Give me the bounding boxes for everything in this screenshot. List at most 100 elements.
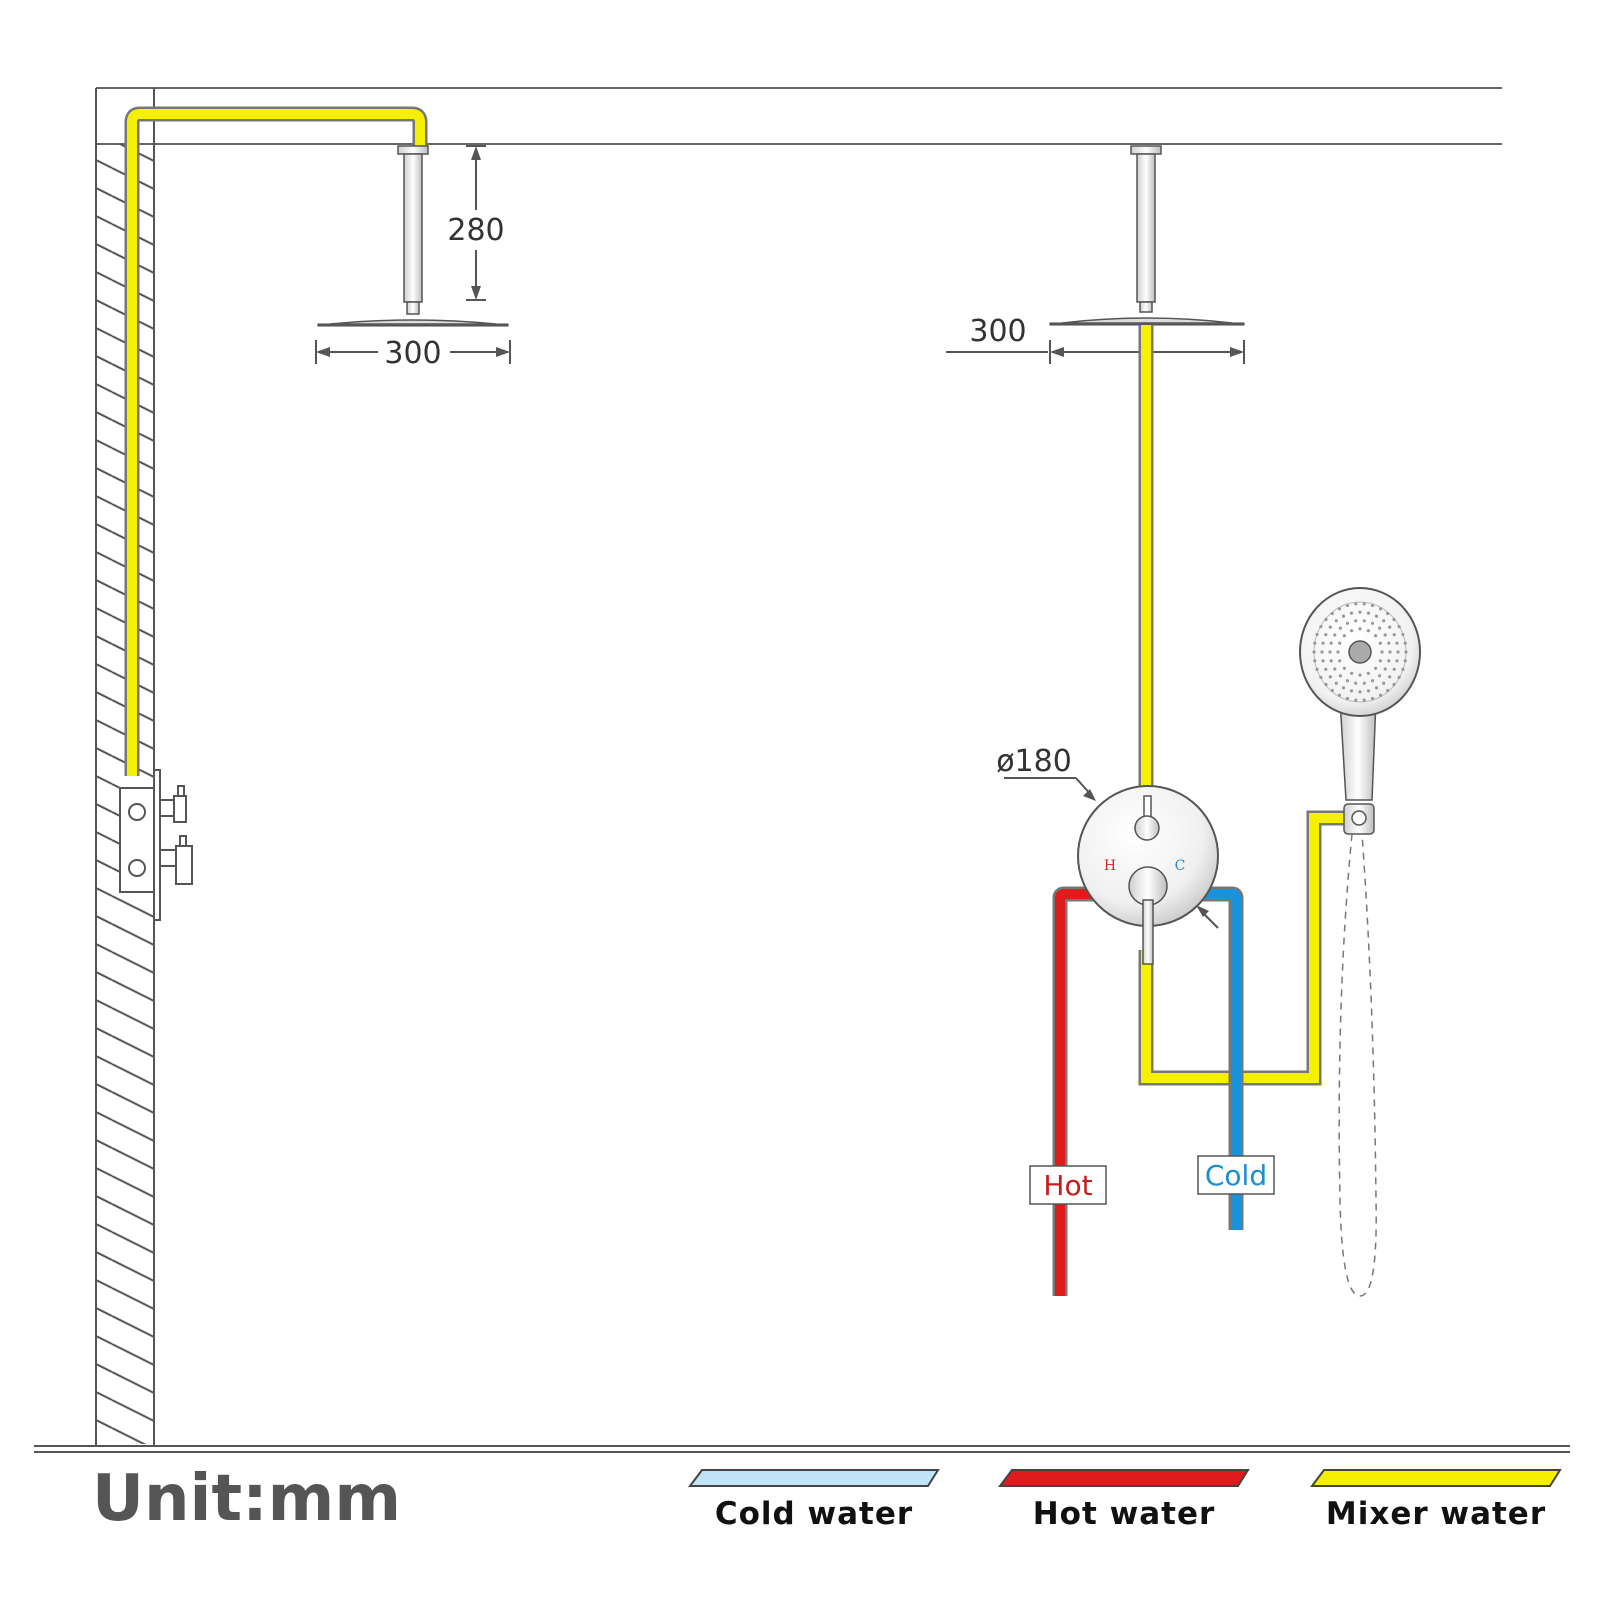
left-mixer-pipe <box>124 106 428 776</box>
nozzle-dot <box>1342 666 1346 670</box>
floor <box>34 1445 1570 1453</box>
left-head-width-label: 300 <box>384 336 441 371</box>
nozzle-dot <box>1366 671 1370 675</box>
nozzle-dot <box>1324 633 1328 637</box>
nozzle-dot <box>1383 633 1387 637</box>
cold-pipe-label: Cold <box>1205 1159 1267 1192</box>
nozzle-dot <box>1315 633 1319 637</box>
nozzle-dot <box>1330 611 1334 616</box>
nozzle-dot <box>1366 629 1370 633</box>
nozzle-dot <box>1329 659 1333 663</box>
nozzle-dot <box>1345 696 1349 701</box>
nozzle-dot <box>1337 607 1342 611</box>
hand-shower <box>1299 587 1421 835</box>
cold-water-pipe <box>1188 886 1244 1230</box>
valve-diameter-label: ø180 <box>996 744 1072 779</box>
nozzle-dot <box>1341 614 1346 618</box>
nozzle-dot <box>1392 667 1396 671</box>
nozzle-dot <box>1345 679 1350 683</box>
nozzle-dot <box>1395 659 1399 663</box>
nozzle-dot <box>1395 641 1399 645</box>
nozzle-dot <box>1312 650 1316 654</box>
nozzle-dot <box>1396 650 1400 654</box>
nozzle-dot <box>1324 667 1328 671</box>
arm-height-label: 280 <box>447 213 504 248</box>
nozzle-dot <box>1378 626 1382 630</box>
right-head-width-label: 300 <box>969 314 1026 349</box>
nozzle-dot <box>1366 611 1371 615</box>
nozzle-dot <box>1338 641 1342 645</box>
nozzle-dot <box>1370 621 1375 625</box>
nozzle-dot <box>1404 650 1408 654</box>
nozzle-dot <box>1366 689 1371 693</box>
nozzle-dot <box>1374 686 1379 690</box>
nozzle-dot <box>1371 696 1375 701</box>
legend-item: Hot water <box>998 1469 1250 1532</box>
legend-label: Cold water <box>715 1496 913 1532</box>
hand-shower-hose <box>1338 833 1377 1297</box>
nozzle-dot <box>1387 659 1391 663</box>
nozzle-dot <box>1319 625 1323 629</box>
left-valve-side-view <box>119 769 193 921</box>
nozzle-dot <box>1345 603 1349 608</box>
right-mixer-pipe <box>1138 325 1346 1086</box>
nozzle-dot <box>1362 602 1366 606</box>
nozzle-dot <box>1336 650 1340 654</box>
legend-swatch <box>998 1469 1250 1487</box>
nozzle-dot <box>1338 674 1342 678</box>
nozzle-dot <box>1378 674 1382 678</box>
nozzle-dot <box>1342 634 1346 638</box>
nozzle-dot <box>1324 682 1328 687</box>
nozzle-dot <box>1383 667 1387 671</box>
nozzle-dot <box>1362 681 1366 685</box>
nozzle-dot <box>1362 619 1366 623</box>
nozzle-dot <box>1371 603 1375 608</box>
nozzle-dot <box>1337 693 1342 697</box>
valve-cold-mark: C <box>1175 858 1186 874</box>
nozzle-dot <box>1334 619 1338 623</box>
nozzle-dot <box>1403 659 1407 663</box>
nozzle-dot <box>1354 619 1358 623</box>
nozzle-dot <box>1330 688 1334 693</box>
nozzle-dot <box>1338 626 1342 630</box>
nozzle-dot <box>1374 634 1378 638</box>
nozzle-dot <box>1378 659 1382 663</box>
nozzle-dot <box>1329 641 1333 645</box>
nozzle-dot <box>1358 627 1362 631</box>
nozzle-dot <box>1328 625 1332 629</box>
nozzle-dot <box>1392 682 1396 687</box>
nozzle-dot <box>1378 693 1383 697</box>
nozzle-dot <box>1350 671 1354 675</box>
nozzle-dot <box>1313 659 1317 663</box>
nozzle-dot <box>1354 681 1358 685</box>
ceiling <box>96 87 1502 145</box>
dimension-arm-height <box>466 145 486 301</box>
legend-label: Mixer water <box>1326 1496 1546 1532</box>
nozzle-dot <box>1397 625 1401 629</box>
nozzle-dot <box>1392 617 1396 622</box>
nozzle-dot <box>1388 625 1392 629</box>
legend-swatch <box>688 1469 940 1487</box>
nozzle-dot <box>1349 611 1354 615</box>
nozzle-dot <box>1387 641 1391 645</box>
nozzle-dot <box>1388 675 1392 679</box>
hot-pipe-tag: Hot <box>1029 1165 1107 1205</box>
nozzle-dot <box>1382 619 1386 623</box>
nozzle-dot <box>1349 689 1354 693</box>
nozzle-dot <box>1333 667 1337 671</box>
nozzle-dot <box>1358 673 1362 677</box>
legend-label: Hot water <box>1033 1496 1216 1532</box>
left-shower-arm <box>397 145 429 315</box>
nozzle-dot <box>1354 602 1358 606</box>
nozzle-dot <box>1333 633 1337 637</box>
nozzle-dot <box>1328 650 1332 654</box>
legend: Cold water Hot water Mixer water <box>688 1469 1562 1532</box>
valve-diameter-leader <box>1004 777 1219 929</box>
nozzle-dot <box>1321 659 1325 663</box>
nozzle-dot <box>1313 641 1317 645</box>
nozzle-dot <box>1338 659 1342 663</box>
nozzle-dot <box>1324 617 1328 622</box>
nozzle-dot <box>1397 675 1401 680</box>
nozzle-dot <box>1362 698 1366 702</box>
